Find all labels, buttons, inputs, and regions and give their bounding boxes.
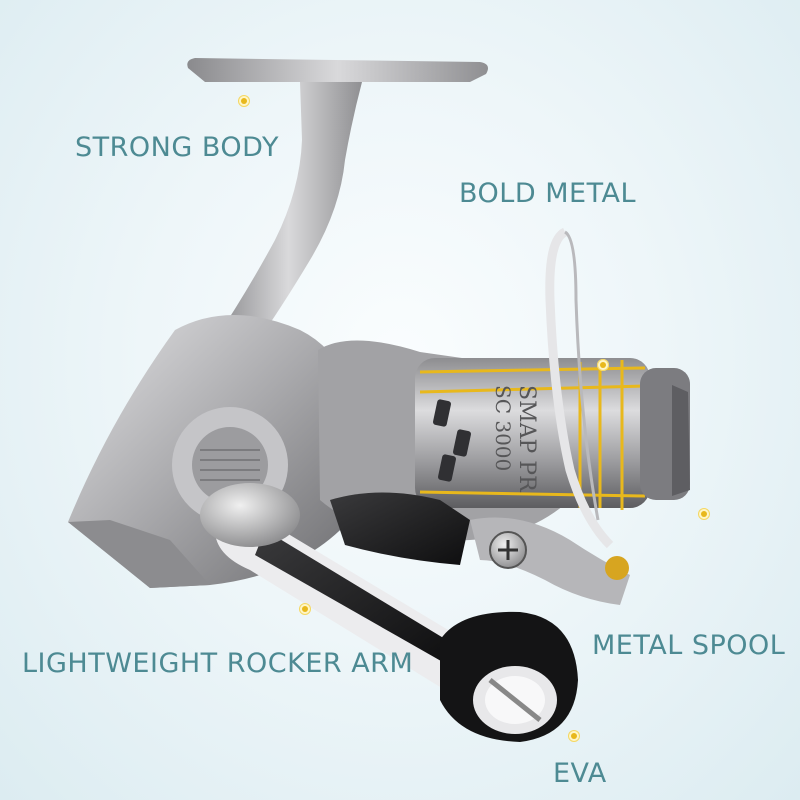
label-strong-body: STRONG BODY [75, 132, 279, 163]
label-metal-spool: METAL SPOOL [592, 630, 786, 661]
spool-size-text: SC 3000 [491, 385, 515, 471]
line-roller [605, 556, 629, 580]
label-eva: EVA [553, 758, 607, 789]
reel-body-shadow [68, 520, 210, 588]
label-bold-metal: BOLD METAL [459, 178, 636, 209]
metal-spool-marker [698, 508, 710, 520]
rocker-arm-carbon [255, 530, 455, 665]
label-rocker-arm: LIGHTWEIGHT ROCKER ARM [22, 648, 414, 679]
handle-cap [200, 483, 300, 547]
reel-foot [187, 58, 489, 82]
spool-cutouts [433, 399, 471, 482]
eva-marker [568, 730, 580, 742]
strong-body-marker [238, 95, 250, 107]
rocker-arm-marker [299, 603, 311, 615]
side-plate [330, 492, 470, 565]
spool-model-text: SMAP PR [514, 385, 539, 493]
bold-metal-marker [597, 359, 609, 371]
drag-knob-edge [672, 385, 690, 496]
reel-stem [215, 82, 362, 345]
knob-slot [488, 678, 542, 722]
bail-wire [545, 227, 614, 549]
